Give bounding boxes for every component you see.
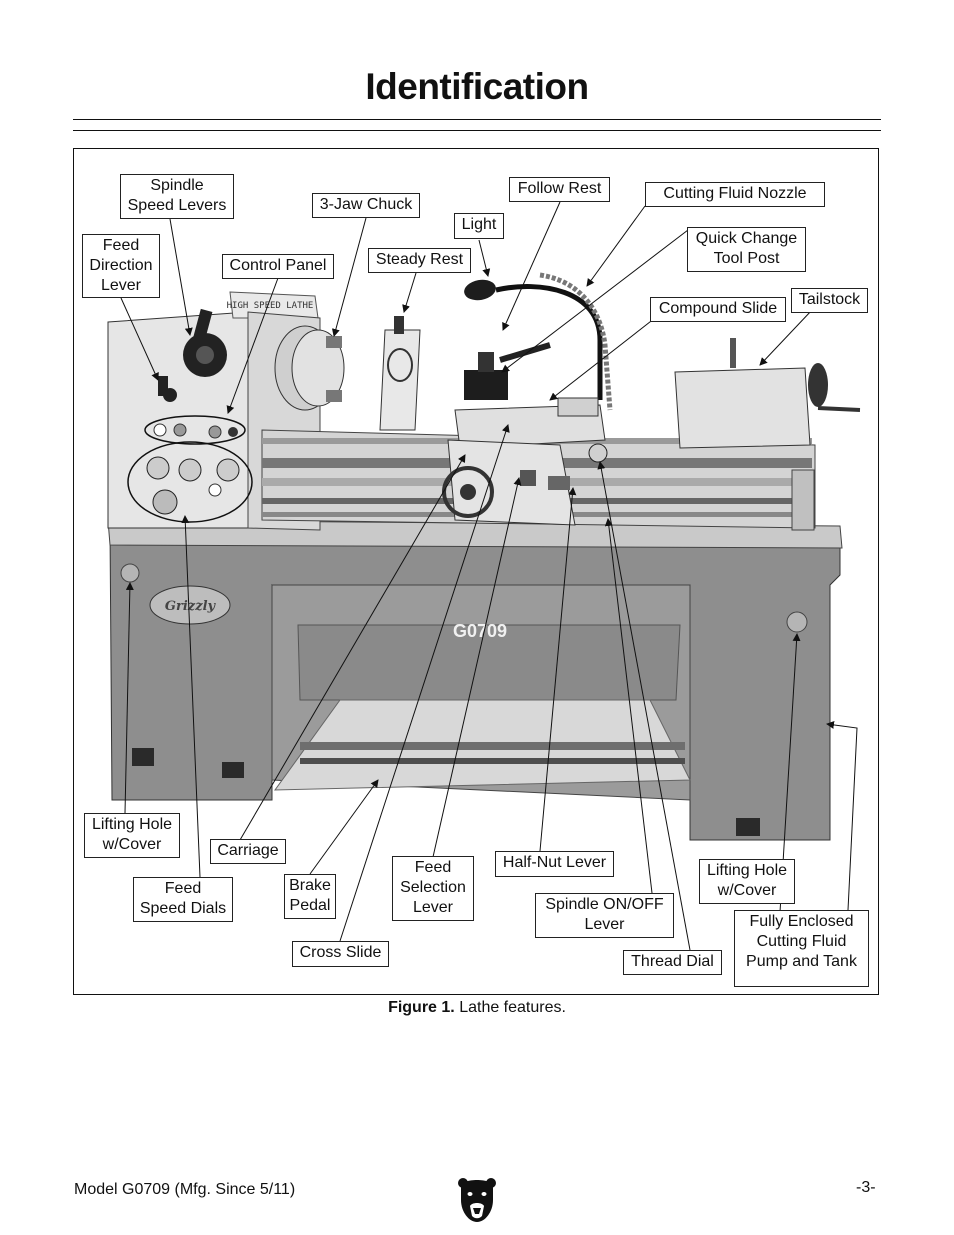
label-lifting-hole-right: Lifting Hole w/Cover xyxy=(699,859,795,904)
label-cutting-fluid-nozzle: Cutting Fluid Nozzle xyxy=(645,182,825,207)
leader-lines xyxy=(120,201,858,951)
label-half-nut-lever: Half-Nut Lever xyxy=(495,851,614,877)
label-lifting-hole-left: Lifting Hole w/Cover xyxy=(84,813,180,858)
label-light: Light xyxy=(454,213,504,239)
steady-rest xyxy=(379,316,421,431)
model-badge: G0709 xyxy=(453,621,507,641)
work-light-and-nozzle xyxy=(464,272,613,417)
label-cross-slide: Cross Slide xyxy=(292,941,389,967)
label-three-jaw-chuck: 3-Jaw Chuck xyxy=(312,193,420,218)
title-rule-top xyxy=(73,119,881,120)
brand-badge: Grizzly xyxy=(165,599,217,614)
tailstock xyxy=(674,338,861,531)
label-compound-slide: Compound Slide xyxy=(650,297,786,322)
caption-label: Figure 1. xyxy=(388,999,455,1016)
title-rule-bottom xyxy=(73,130,881,131)
label-spindle-on-off-lever: Spindle ON/OFF Lever xyxy=(535,893,674,938)
label-steady-rest: Steady Rest xyxy=(368,248,471,273)
figure-caption: Figure 1. Lathe features. xyxy=(0,999,954,1017)
caption-text: Lathe features. xyxy=(454,999,566,1016)
nameplate: HIGH SPEED LATHE xyxy=(227,301,314,311)
label-spindle-speed-levers: Spindle Speed Levers xyxy=(120,174,234,219)
label-brake-pedal: Brake Pedal xyxy=(284,874,336,919)
label-feed-selection-lever: Feed Selection Lever xyxy=(392,856,474,921)
footer-model: Model G0709 (Mfg. Since 5/11) xyxy=(74,1181,296,1198)
label-tailstock: Tailstock xyxy=(791,288,868,313)
label-fully-enclosed-pump: Fully Enclosed Cutting Fluid Pump and Ta… xyxy=(734,910,869,987)
label-follow-rest: Follow Rest xyxy=(509,177,610,202)
label-quick-change-tool-post: Quick Change Tool Post xyxy=(687,227,806,272)
label-control-panel: Control Panel xyxy=(222,254,334,279)
lathe-stand: Grizzly G0709 xyxy=(109,527,841,841)
page-title: Identification xyxy=(365,66,589,107)
page-number: -3- xyxy=(856,1179,876,1196)
chuck xyxy=(274,325,345,411)
bear-logo-icon xyxy=(458,1178,496,1222)
label-carriage: Carriage xyxy=(210,839,286,864)
label-feed-speed-dials: Feed Speed Dials xyxy=(133,877,233,922)
figure-frame xyxy=(73,148,879,995)
label-feed-direction-lever: Feed Direction Lever xyxy=(82,234,160,298)
label-thread-dial: Thread Dial xyxy=(623,950,722,975)
headstock: HIGH SPEED LATHE xyxy=(107,291,321,531)
